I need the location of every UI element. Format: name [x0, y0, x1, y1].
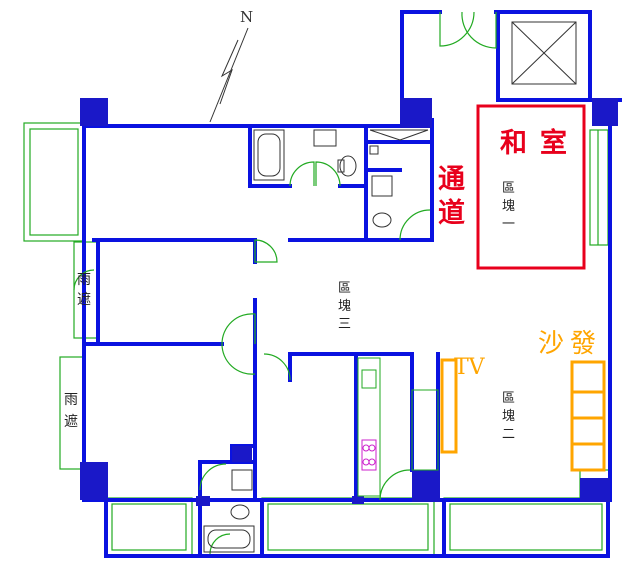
sofa-char-1: 沙 [538, 329, 564, 359]
block2-char-1: 區 [502, 391, 515, 406]
block3-char-1: 區 [338, 281, 351, 296]
fixtures [203, 21, 577, 553]
washitsu-highlight [476, 104, 586, 270]
tv-icon [440, 358, 458, 454]
washitsu-char-1: 和 [500, 128, 527, 159]
washitsu-char-2: 室 [540, 127, 567, 159]
block1-char-2: 塊 [502, 198, 515, 214]
north-label: N [240, 8, 253, 26]
rain-shelter-bottom-frame [59, 356, 85, 470]
rain-shelter-top-char-2: 遮 [77, 292, 91, 308]
passage-char-2: 道 [438, 197, 465, 229]
counter-right [411, 389, 439, 471]
block3-char-3: 三 [338, 317, 351, 332]
rain-shelter-bottom-char-1: 雨 [64, 392, 78, 408]
south-balcony-2 [261, 497, 435, 557]
west-balcony [23, 122, 85, 242]
rain-shelter-bottom-char-2: 遮 [64, 414, 78, 430]
sofa-icon [570, 360, 606, 472]
stove-icon [361, 439, 377, 471]
south-balcony-1 [105, 497, 193, 557]
toilet-bottom-icon [230, 504, 250, 520]
tv-label: TV [454, 355, 486, 380]
kitchen-counter [357, 357, 381, 497]
rain-shelter-top-char-1: 雨 [77, 272, 91, 288]
block1-char-1: 區 [502, 181, 515, 196]
sink-bottom-icon [231, 469, 253, 491]
block1-char-3: 一 [502, 217, 515, 232]
east-balcony-strip [589, 129, 609, 246]
doors [73, 11, 497, 555]
sink-top-icon [313, 129, 337, 147]
block2-char-2: 塊 [502, 408, 515, 424]
south-balcony-3 [443, 497, 609, 557]
walls [82, 10, 622, 558]
elevator-shaft [511, 21, 577, 85]
bathtub-bottom-icon [203, 525, 255, 553]
block2-char-3: 二 [502, 427, 515, 442]
sink-right-icon [371, 175, 393, 197]
labels: 和 室 通 道 區 塊 一 區 塊 三 區 塊 二 沙 發 TV 雨 遮 雨 遮 [64, 127, 596, 442]
columns [80, 98, 618, 506]
toilet-right-icon [372, 212, 392, 228]
bathtub-top-icon [253, 129, 285, 181]
north-arrow-icon [209, 27, 249, 123]
block3-char-2: 塊 [338, 298, 351, 314]
sofa-char-2: 發 [570, 329, 596, 359]
balconies [23, 122, 611, 557]
passage-char-1: 通 [438, 164, 465, 195]
toilet-top-icon [339, 155, 357, 177]
